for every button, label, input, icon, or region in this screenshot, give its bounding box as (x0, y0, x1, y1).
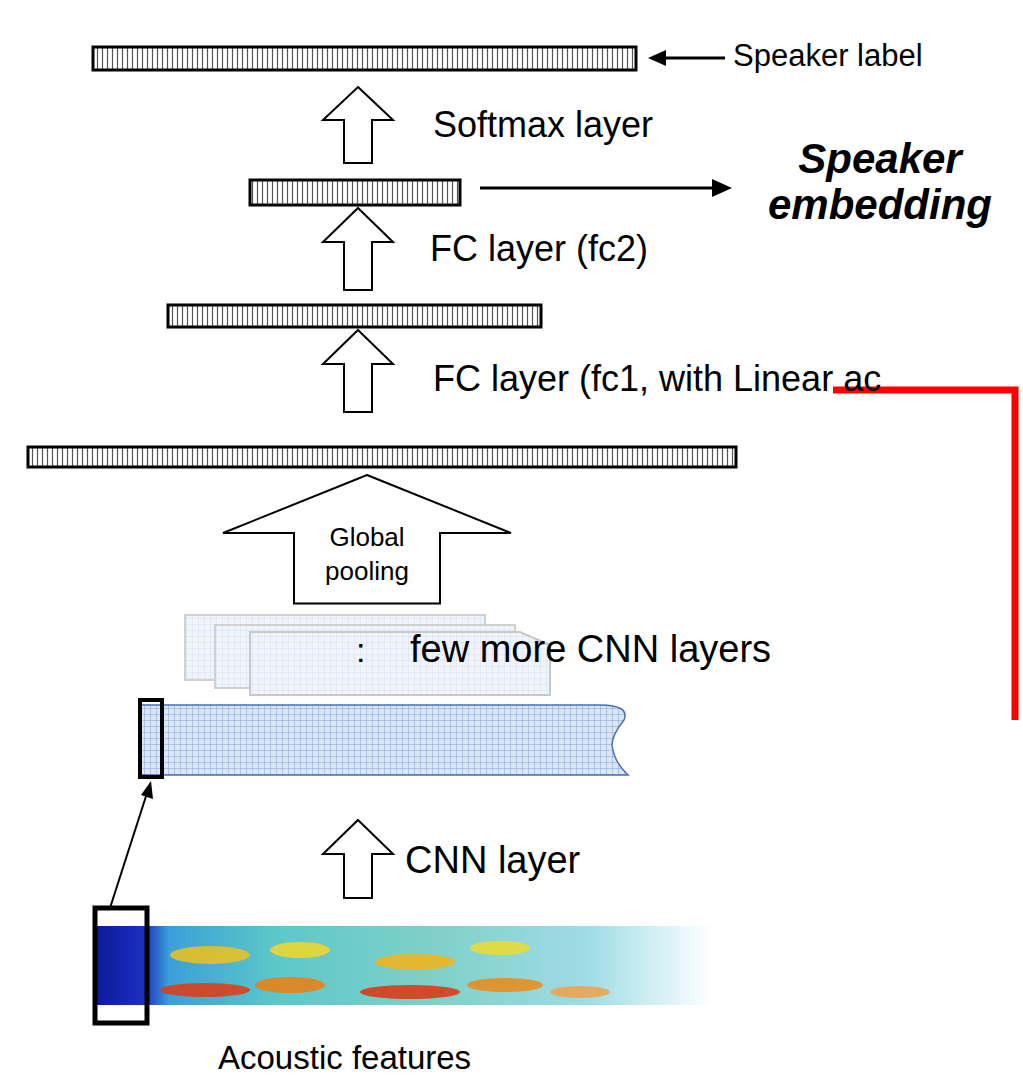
pooling-arrow: Global pooling (222, 474, 512, 605)
output-label: Speaker label (733, 39, 923, 73)
node-text: Global pooling (302, 521, 432, 589)
layer-name: FC layer (fc1, with Linear ac (433, 359, 881, 399)
layer-name: few more CNN layers (410, 629, 771, 671)
layer-name: CNN layer (405, 840, 580, 882)
ellipsis-mark: : (356, 632, 365, 669)
embedding-callout: Speaker embedding (742, 136, 1018, 228)
layer-name: Softmax layer (433, 105, 653, 145)
layer-name: FC layer (fc2) (430, 229, 648, 269)
input-label: Acoustic features (218, 1040, 471, 1076)
